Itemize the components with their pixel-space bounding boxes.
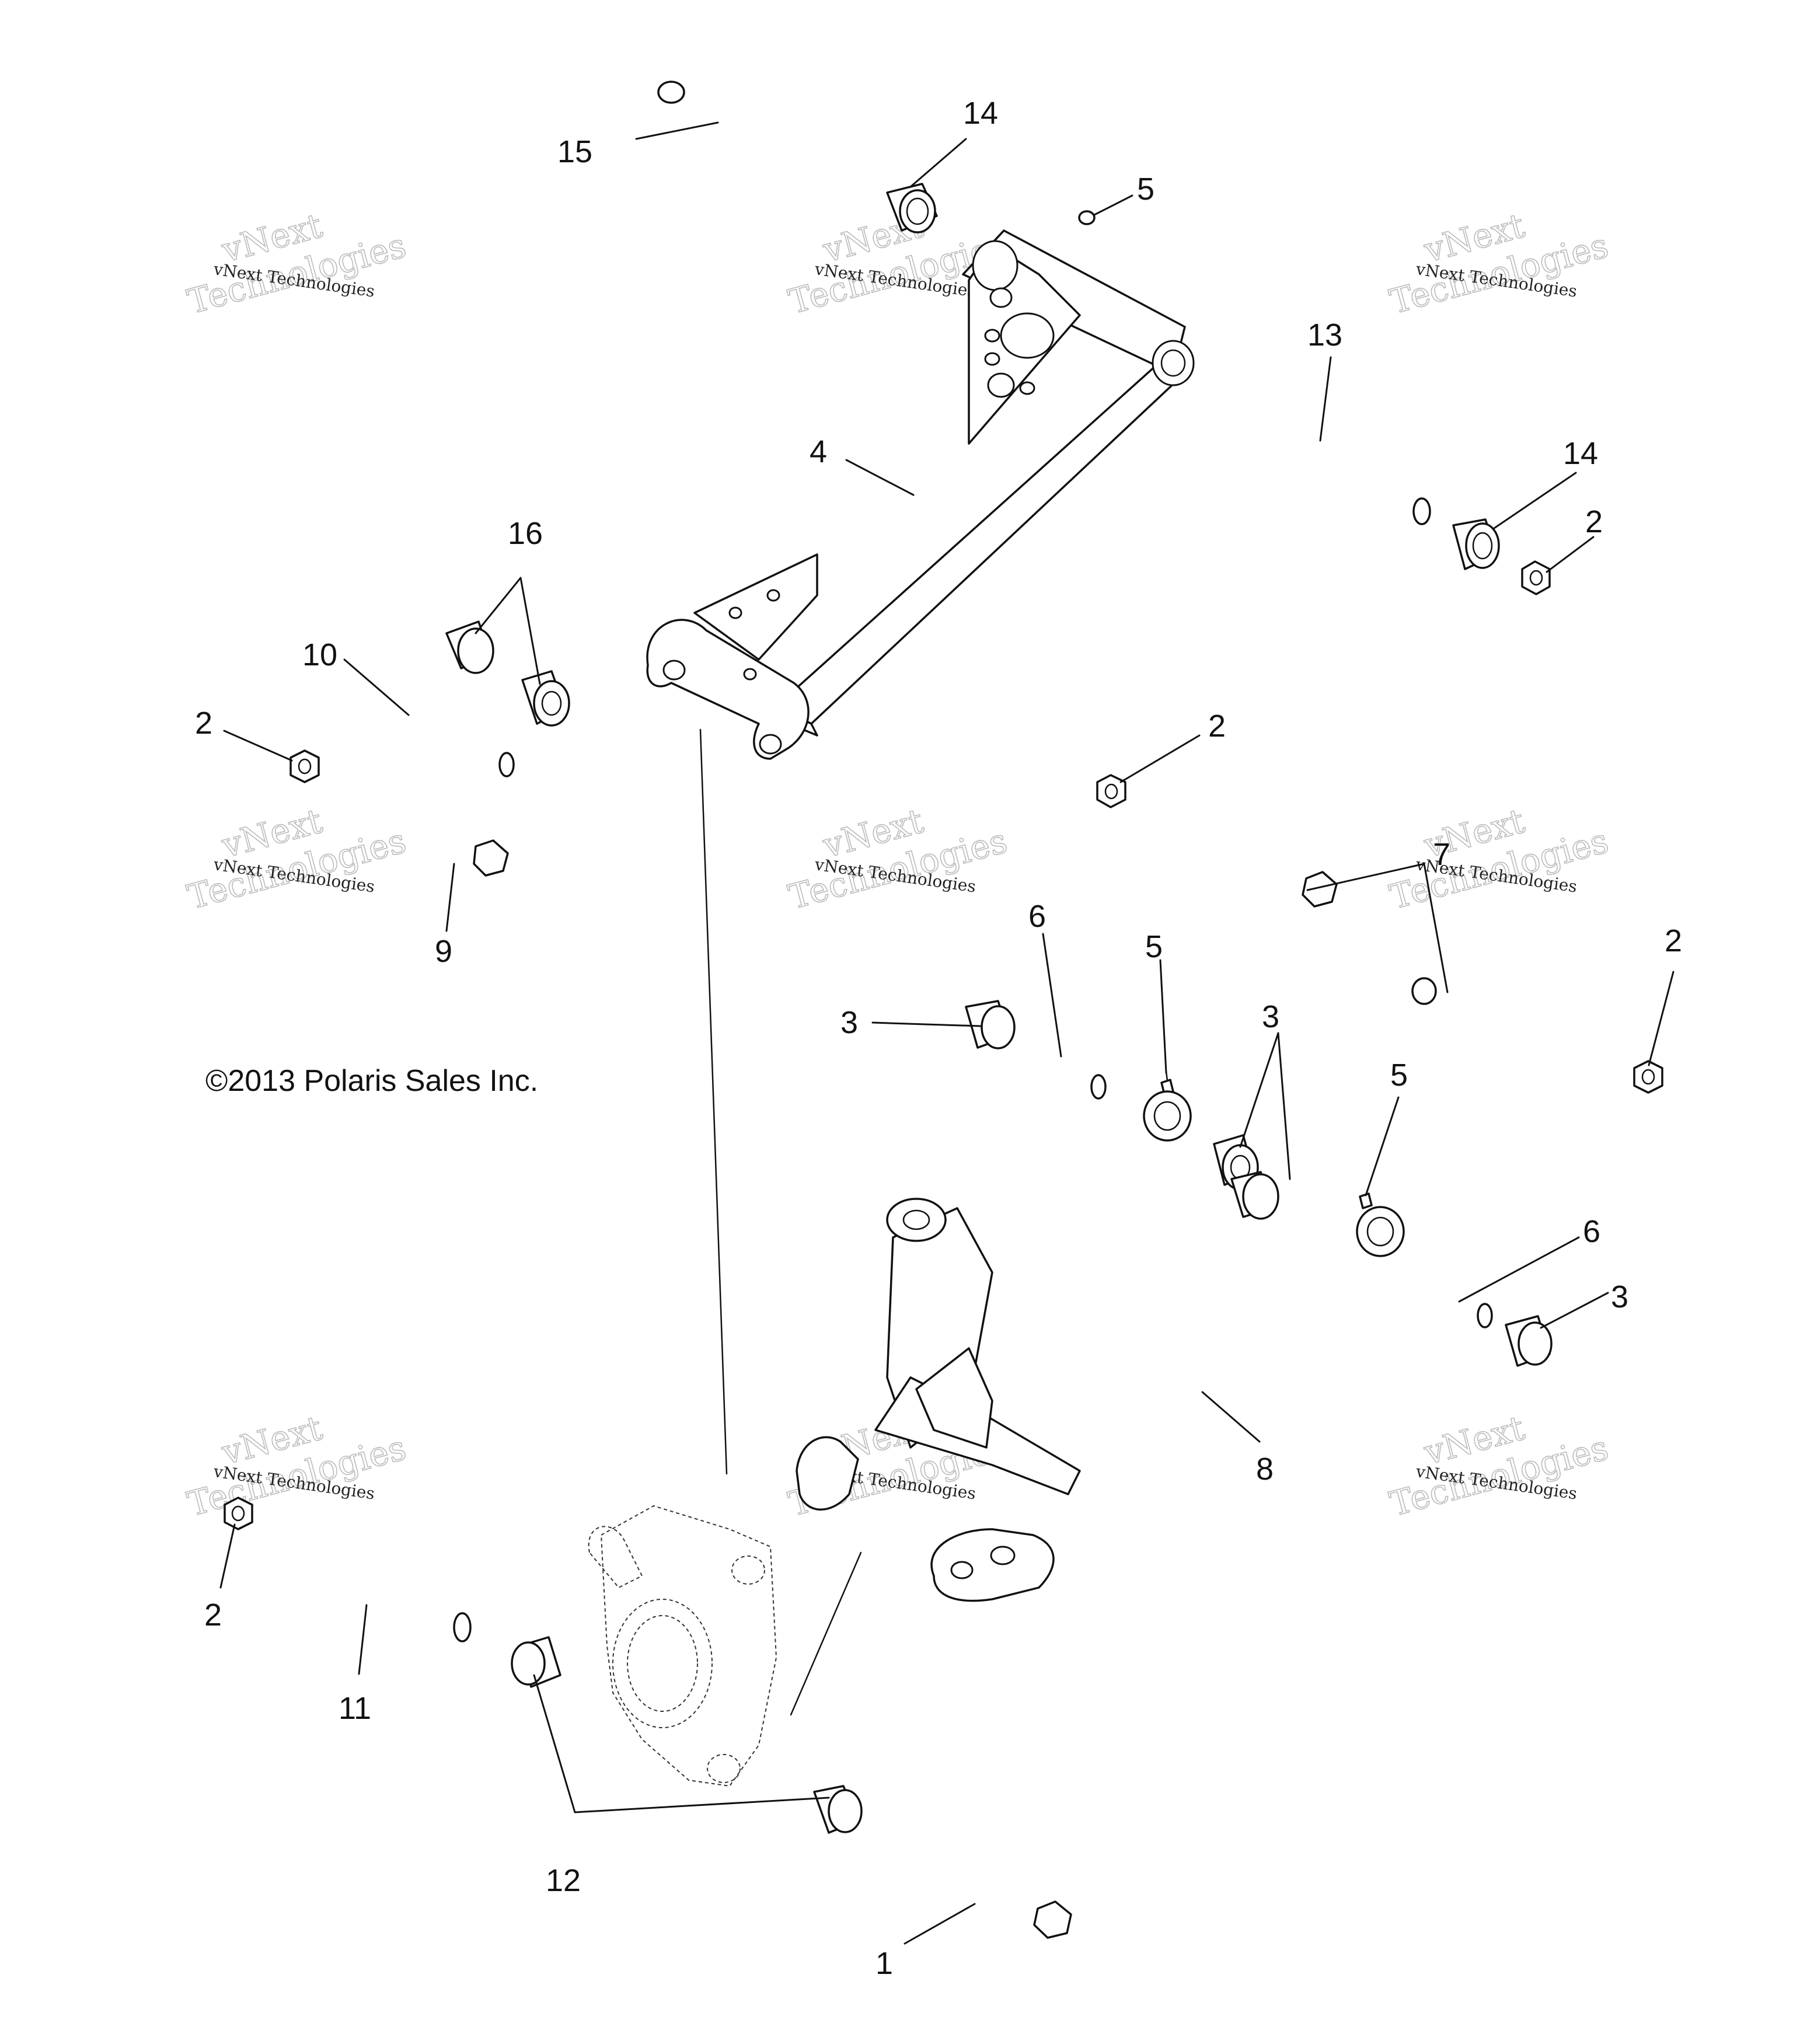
callout-7: 7 — [1433, 837, 1450, 872]
part-14-bushing-top — [886, 183, 938, 233]
callout-14-top: 14 — [963, 96, 998, 131]
part-9-bolt — [364, 796, 509, 877]
watermark-bottom-left: vNext Technologies — [183, 1407, 410, 1525]
watermark-bottom-right: vNext Technologies — [1385, 1407, 1613, 1525]
callout-3-right: 3 — [1611, 1279, 1628, 1314]
callout-9: 9 — [435, 934, 452, 969]
callout-8: 8 — [1256, 1452, 1274, 1487]
part-2-nut-bottom-left — [224, 1497, 253, 1530]
callout-2-far-right: 2 — [1665, 923, 1682, 958]
part-16-bushing-pair — [445, 620, 570, 727]
callout-10: 10 — [302, 637, 337, 672]
callout-16: 16 — [508, 516, 543, 551]
part-11-spacer-tube — [320, 1547, 474, 1642]
assembly-lines — [699, 728, 862, 1716]
part-3-bushing-pair — [1213, 1134, 1279, 1220]
part-12-bushing-pair — [511, 1636, 863, 1834]
callout-5-right: 5 — [1390, 1058, 1408, 1093]
part-15-pivot-bolt — [657, 81, 868, 193]
part-6-sleeve-right — [1413, 1273, 1495, 1328]
callout-13: 13 — [1307, 318, 1342, 353]
callout-5-middle: 5 — [1145, 929, 1163, 964]
watermark-mid-right: vNext Technologies — [1385, 800, 1613, 918]
callout-2-bottom-left: 2 — [204, 1597, 222, 1633]
callout-6-right: 6 — [1583, 1214, 1600, 1249]
part-2-nut-upper-right — [1521, 560, 1551, 595]
knuckle-outline — [588, 1505, 777, 1787]
part-7-bolts — [1233, 851, 1516, 1036]
part-3-bushing-right — [1505, 1315, 1553, 1367]
watermark-mid-center: vNext Technologies — [784, 800, 1011, 918]
part-8-lower-control-arm — [796, 1090, 1405, 1602]
callout-5-top: 5 — [1137, 172, 1154, 207]
callout-14-right: 14 — [1563, 436, 1598, 471]
callout-3-middle: 3 — [1262, 999, 1279, 1034]
callout-1: 1 — [875, 1946, 893, 1981]
part-6-sleeve-left — [1019, 1040, 1108, 1100]
callout-11: 11 — [339, 1691, 371, 1726]
watermark-top-left: vNext Technologies — [183, 205, 410, 322]
watermark-top-right: vNext Technologies — [1385, 205, 1613, 322]
callout-15: 15 — [557, 134, 592, 169]
callout-3-left: 3 — [840, 1005, 858, 1040]
callout-12: 12 — [546, 1863, 581, 1898]
callout-numbers: 15 14 5 13 14 2 4 16 10 2 9 2 7 2 6 5 3 … — [195, 96, 1682, 1981]
callout-2-middle: 2 — [1208, 709, 1226, 744]
part-14-bushing-right — [1452, 518, 1500, 570]
callout-2-left: 2 — [195, 706, 212, 741]
part-13-pivot-tube — [1203, 383, 1434, 525]
callout-6-left: 6 — [1028, 899, 1046, 934]
callout-2-upper-right: 2 — [1585, 504, 1603, 539]
part-1-bolt — [924, 1858, 1072, 1939]
part-5-zerk-top — [1078, 210, 1096, 225]
part-2-nut-far-right — [1633, 1060, 1663, 1094]
callout-4: 4 — [810, 434, 827, 469]
part-10-spacer-tube — [393, 702, 518, 777]
part-3-bushing-left — [965, 1000, 1016, 1049]
leader-lines — [219, 121, 1675, 1945]
part-2-nut-middle — [1096, 774, 1126, 808]
copyright-notice: ©2013 Polaris Sales Inc. — [205, 1064, 539, 1098]
part-2-nut-left — [289, 749, 320, 783]
part-4-upper-control-arm — [646, 229, 1195, 760]
